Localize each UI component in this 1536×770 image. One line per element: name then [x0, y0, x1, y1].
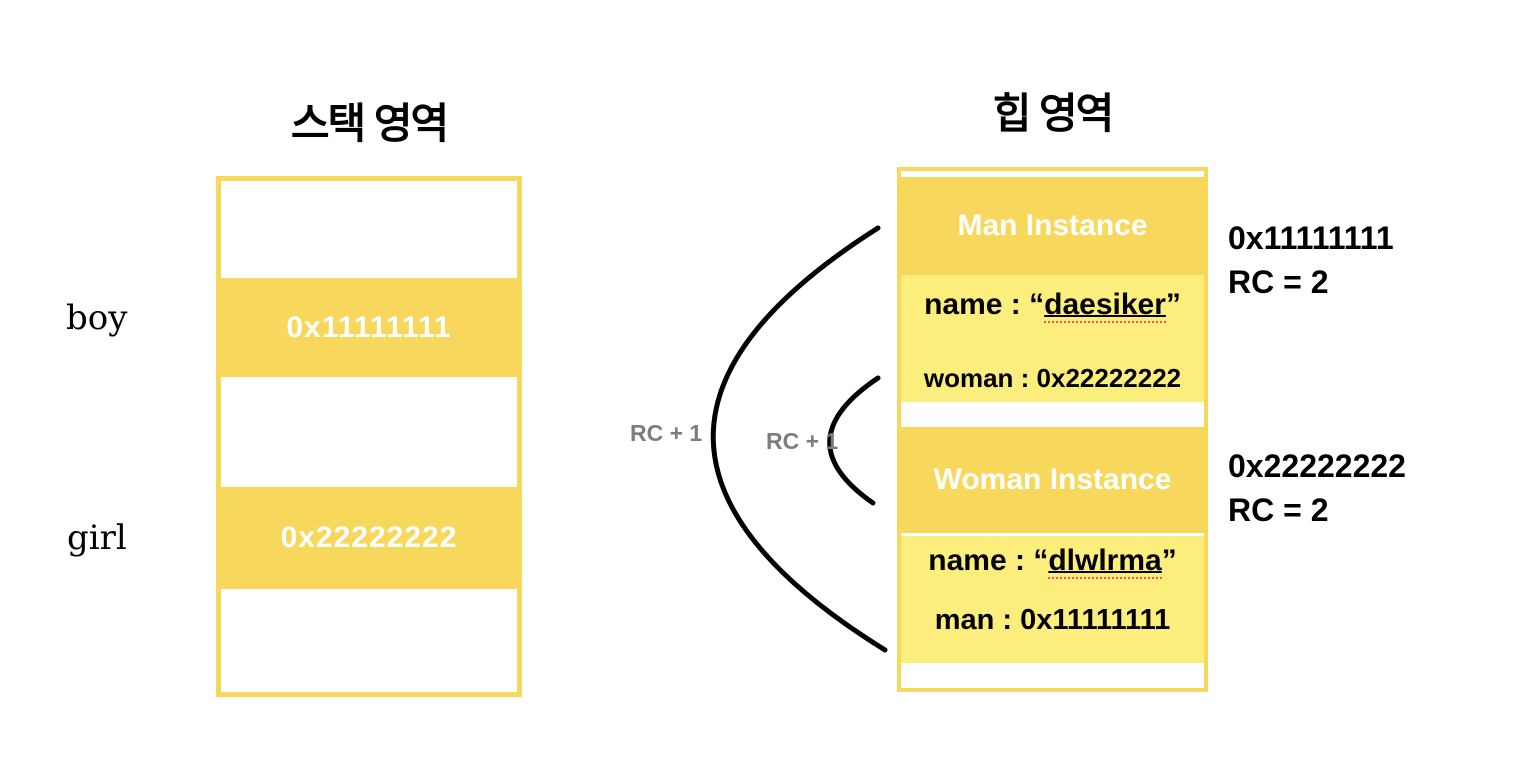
variable-label-boy: boy	[66, 298, 128, 338]
rc-plus-one-label-outer: RC + 1	[630, 420, 703, 446]
woman-name-label: name : “	[928, 544, 1049, 577]
man-name-close-quote: ”	[1165, 288, 1181, 321]
woman-name-close-quote: ”	[1161, 544, 1177, 577]
stack-cell-boy-address: 0x11111111	[286, 310, 452, 344]
variable-label-girl: girl	[67, 518, 127, 558]
heap-area-title: 힙 영역	[992, 90, 1115, 137]
man-instance-rc: RC = 2	[1228, 264, 1329, 300]
stack-cell-boy: 0x11111111	[221, 278, 517, 377]
man-name-field: name : “daesiker”	[901, 288, 1204, 323]
stack-area-title: 스택 영역	[290, 100, 449, 147]
woman-instance-annotation: 0x22222222 RC = 2	[1228, 444, 1406, 532]
man-instance-address: 0x11111111	[1228, 220, 1394, 256]
rc-plus-one-label-inner: RC + 1	[766, 428, 839, 454]
man-instance-annotation: 0x11111111 RC = 2	[1228, 216, 1394, 304]
woman-instance-rc: RC = 2	[1228, 492, 1329, 528]
man-woman-ref-field: woman : 0x22222222	[923, 363, 1182, 393]
heap-area-box: Man Instance name : “daesiker” woman : 0…	[897, 167, 1208, 692]
man-name-label: name : “	[924, 288, 1045, 321]
woman-man-ref-field: man : 0x11111111	[934, 604, 1171, 636]
woman-name-value: dlwlrma	[1048, 544, 1162, 579]
woman-instance-header: Woman Instance	[901, 427, 1204, 533]
woman-instance-body: name : “dlwlrma” man : 0x11111111	[901, 536, 1204, 663]
stack-cell-girl-address: 0x22222222	[280, 521, 458, 554]
woman-name-field: name : “dlwlrma”	[901, 544, 1204, 579]
man-instance-body: name : “daesiker” woman : 0x22222222	[901, 275, 1204, 402]
stack-area-box: 0x11111111 0x22222222	[216, 176, 522, 697]
woman-instance-address: 0x22222222	[1228, 448, 1406, 484]
man-instance-header: Man Instance	[901, 177, 1204, 275]
man-name-value: daesiker	[1044, 288, 1166, 323]
stack-cell-girl: 0x22222222	[221, 487, 517, 589]
